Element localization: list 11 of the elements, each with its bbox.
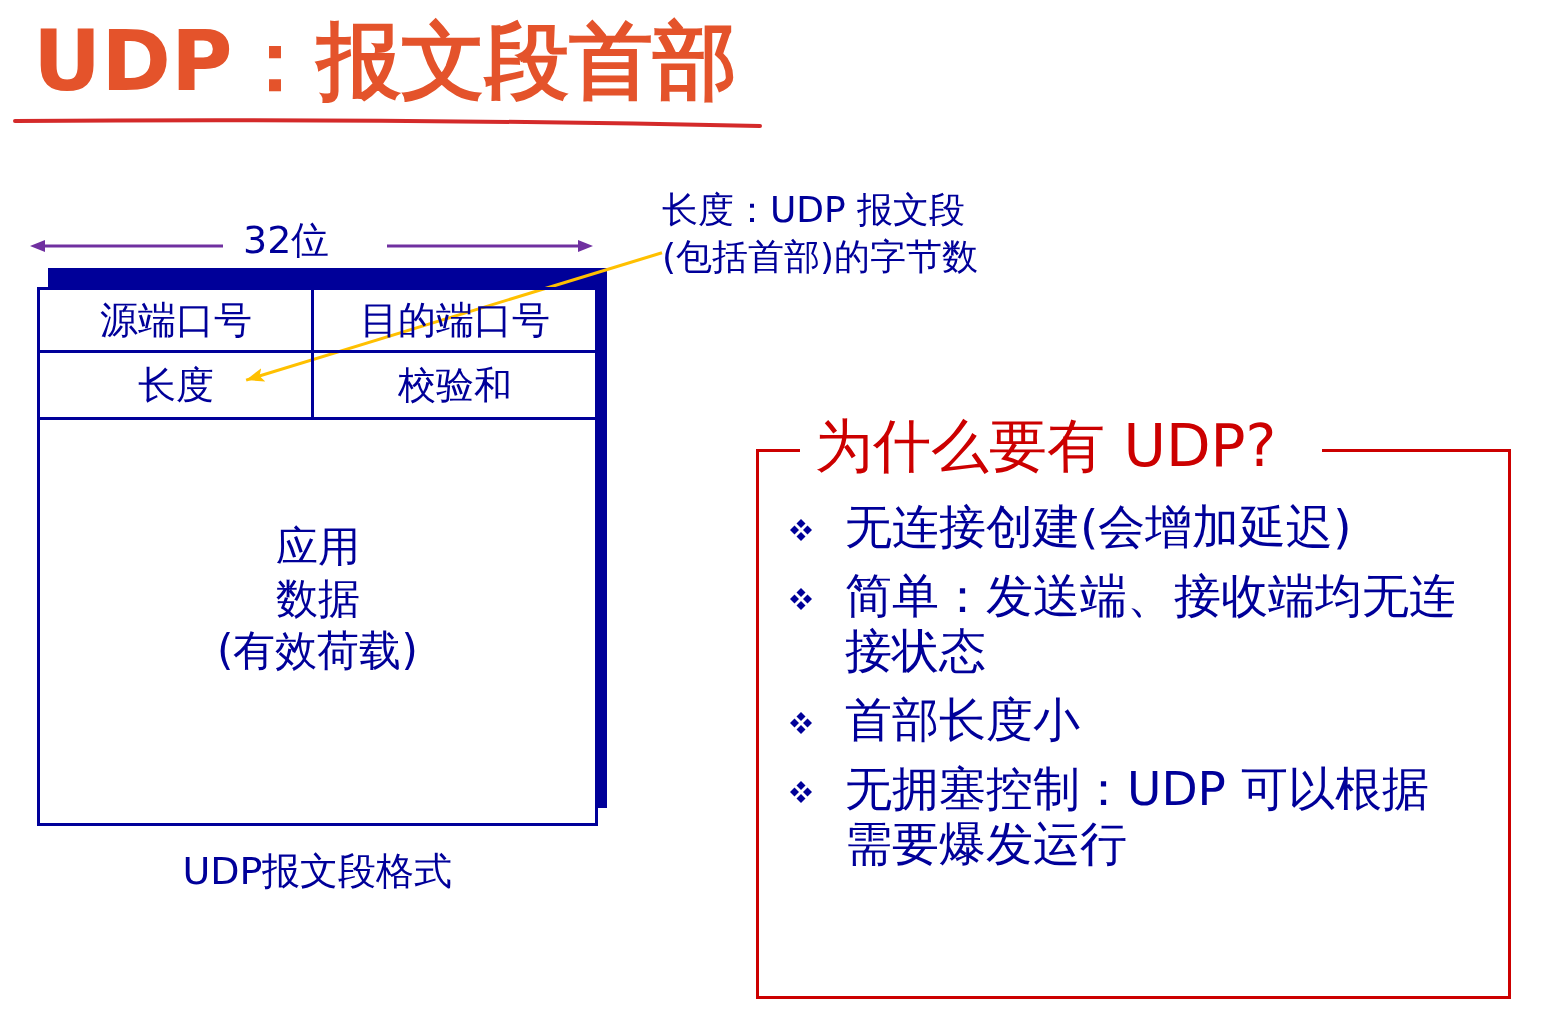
figure-caption: UDP报文段格式	[181, 848, 454, 895]
annotation-text: 长度：UDP 报文段(包括首部)的字节数	[662, 186, 993, 280]
payload-cell: 应用数据(有效荷载)	[37, 417, 598, 826]
leader-arrow	[245, 251, 663, 382]
bullet-text: 首部长度小	[845, 692, 1081, 747]
dimension-label: 32位	[243, 218, 330, 264]
bullet-text: 无连接创建(会增加延迟)	[845, 499, 1353, 554]
header-field-cell: 源端口号	[37, 287, 314, 353]
bullet-text: 简单：发送端、接收端均无连接状态	[845, 568, 1457, 678]
bullet-text: 无拥塞控制：UDP 可以根据需要爆发运行	[845, 761, 1430, 871]
slide-title: UDP：报文段首部	[33, 19, 737, 103]
